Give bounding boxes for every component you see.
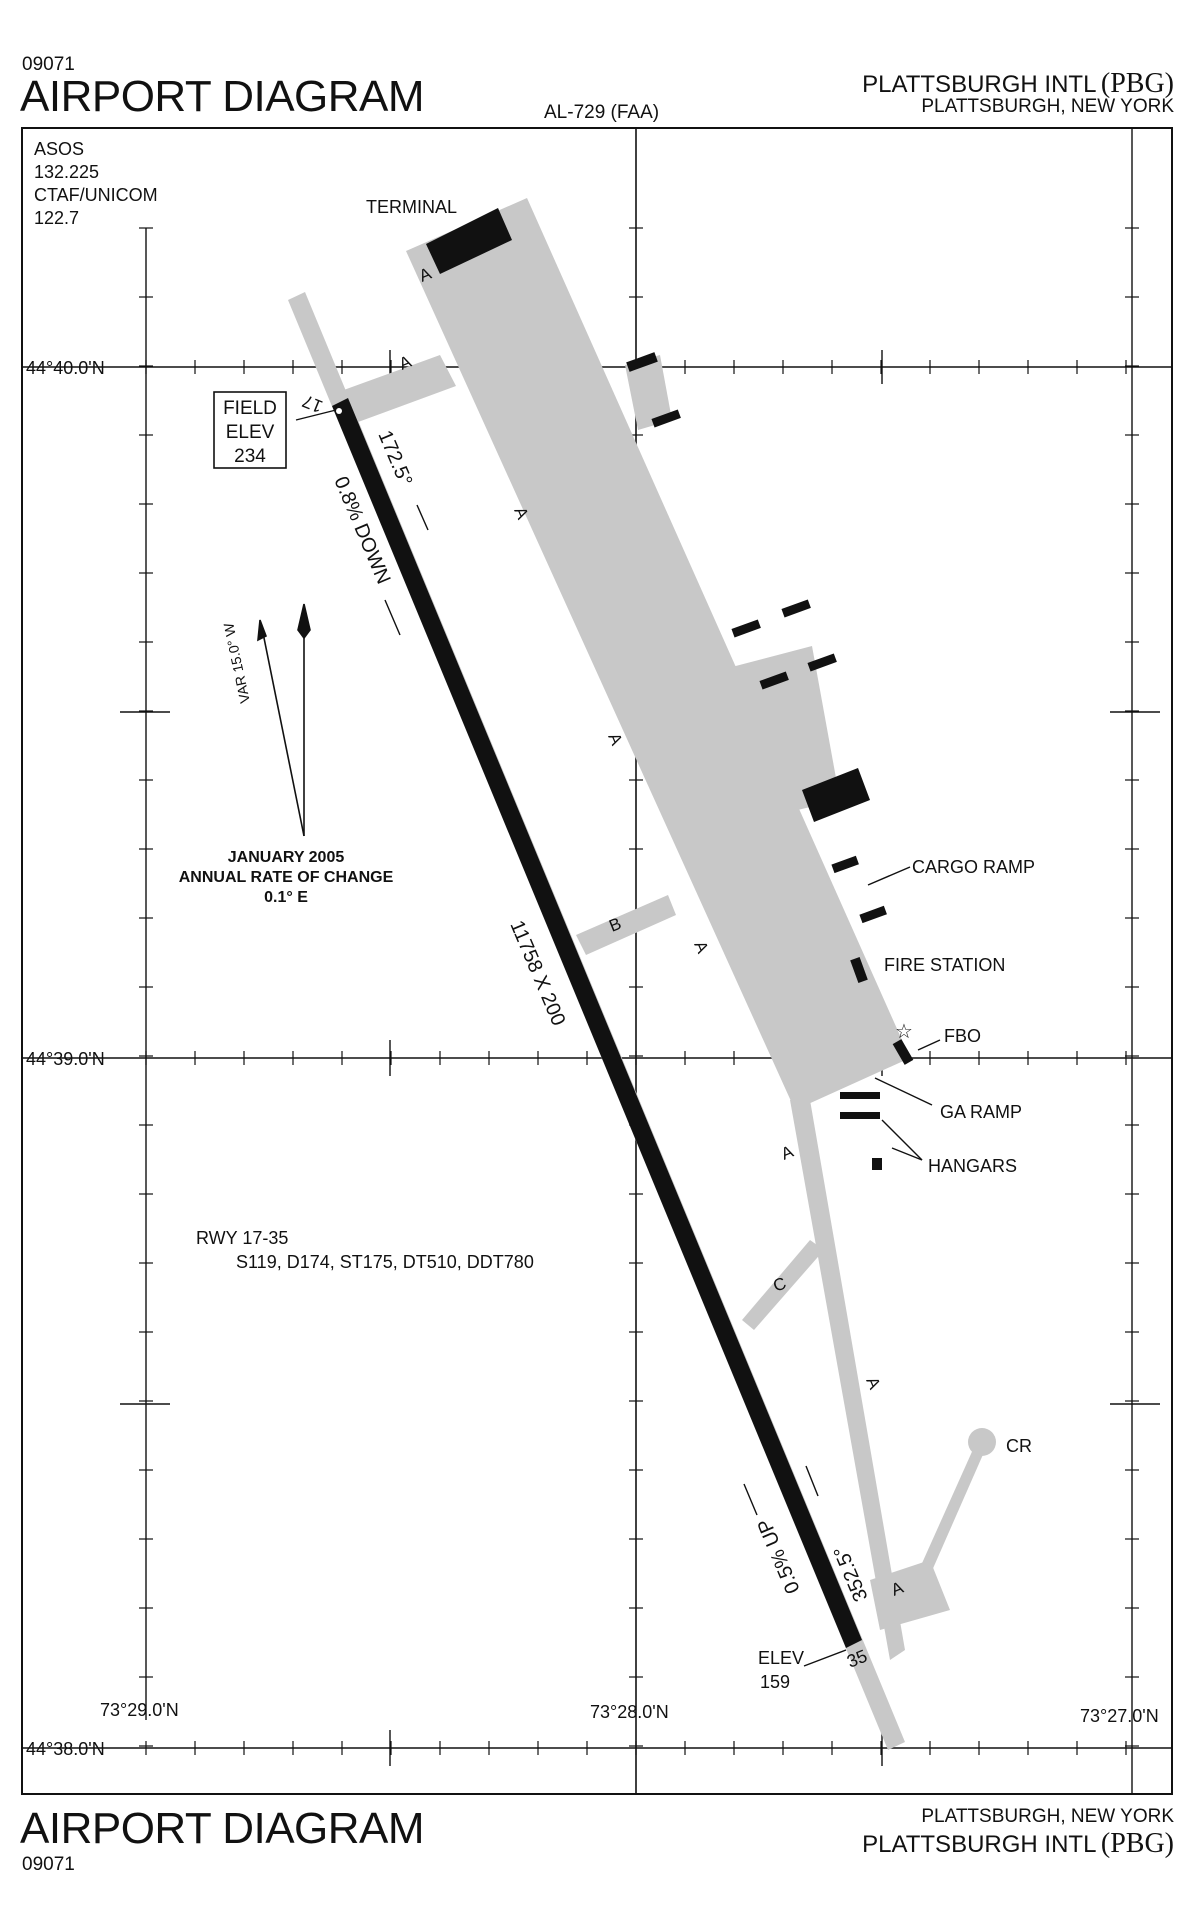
taxiway-a-label-4: A — [604, 730, 626, 748]
taxiway-a-label-5: A — [690, 938, 712, 956]
field-elev-line2: ELEV — [226, 422, 275, 443]
field-elev-value: 234 — [234, 446, 266, 467]
airport-name-bottom: PLATTSBURGH INTL — [862, 1831, 1097, 1858]
magnetic-north-arrowhead — [257, 619, 268, 642]
lon-mid-label: 73°28.0'N — [590, 1702, 669, 1722]
mag-var-rate-value: 0.1° E — [264, 889, 308, 906]
building-hangar-1 — [731, 619, 761, 638]
rwy-data-title: RWY 17-35 — [196, 1228, 288, 1248]
compass-rose-taxiway — [910, 1445, 985, 1598]
airport-code-top: (PBG) — [1100, 68, 1174, 99]
rwy-data-strengths: S119, D174, ST175, DT510, DDT780 — [236, 1252, 534, 1272]
asos-freq: 132.225 — [34, 162, 99, 182]
magnetic-north-line — [261, 627, 305, 837]
building-ne-1 — [626, 352, 658, 372]
ga-hangar-3 — [872, 1158, 882, 1170]
taxiway-a-apron — [406, 198, 910, 1110]
taxiway-c — [742, 1240, 824, 1330]
fbo-label: FBO — [944, 1026, 981, 1046]
terminal-building — [426, 208, 512, 274]
lat-bottom-label: 44°38.0'N — [26, 1739, 105, 1759]
location-bottom: PLATTSBURGH, NEW YORK — [921, 1806, 1174, 1827]
taxiway-a-label-7: A — [862, 1374, 884, 1392]
building-hangar-2 — [759, 671, 789, 690]
fire-station-building — [850, 957, 868, 983]
cargo-hangar-2 — [859, 905, 887, 924]
hangars-label: HANGARS — [928, 1156, 1017, 1176]
lon-right-label: 73°27.0'N — [1080, 1706, 1159, 1726]
chart-title-top: AIRPORT DIAGRAM — [20, 72, 425, 121]
taxiway-a-label-6: A — [778, 1142, 796, 1164]
ctaf-freq: 122.7 — [34, 208, 79, 228]
building-hangar-4 — [807, 653, 837, 672]
connector-north — [330, 355, 456, 425]
airport-name-top-row: PLATTSBURGH INTL (PBG) — [862, 68, 1174, 100]
rwy-35-elev-label: ELEV — [758, 1648, 804, 1668]
east-ramp — [728, 646, 840, 820]
chart-id: AL-729 (FAA) — [544, 102, 660, 123]
chart-number-top: 09071 — [22, 54, 75, 75]
airport-name-bottom-row: PLATTSBURGH INTL (PBG) — [862, 1828, 1174, 1860]
location-top: PLATTSBURGH, NEW YORK — [921, 96, 1174, 117]
mag-var-date: JANUARY 2005 — [228, 849, 345, 866]
ga-hangar-2 — [840, 1112, 880, 1119]
taxiway-b — [576, 895, 676, 955]
taxiway-a-south-end — [870, 1560, 950, 1630]
chart-title-bottom: AIRPORT DIAGRAM — [20, 1804, 425, 1853]
airport-name-top: PLATTSBURGH INTL — [862, 71, 1097, 98]
cargo-hangar-1 — [831, 855, 859, 874]
compass-rose-pad — [968, 1428, 996, 1456]
taxiway-a-south — [790, 1100, 905, 1660]
building-hangar-3 — [781, 599, 811, 618]
magnetic-north-arrows — [257, 603, 311, 837]
ne-ramp — [625, 355, 672, 430]
asos-label: ASOS — [34, 139, 84, 159]
true-north-arrowhead — [297, 603, 311, 640]
rwy-35-elev-value: 159 — [760, 1672, 790, 1692]
lat-top-label: 44°40.0'N — [26, 358, 105, 378]
cargo-ramp-label: CARGO RAMP — [912, 857, 1035, 877]
field-elev-box — [213, 391, 287, 469]
field-elev-line1: FIELD — [223, 398, 277, 419]
chart-frame — [21, 127, 1173, 1795]
building-ne-2 — [651, 409, 681, 428]
mag-variation-label: VAR 15.0° W — [220, 621, 253, 705]
runway-17-35 — [332, 398, 862, 1648]
chart-number-bottom: 09071 — [22, 1854, 75, 1875]
ctaf-label: CTAF/UNICOM — [34, 185, 158, 205]
lat-mid-label: 44°39.0'N — [26, 1049, 105, 1069]
airport-code-bottom: (PBG) — [1100, 1828, 1174, 1859]
field-elev-point — [336, 408, 342, 414]
fbo-star-icon: ☆ — [895, 1021, 913, 1043]
leader-lines — [295, 409, 941, 1667]
terminal-label: TERMINAL — [366, 197, 457, 217]
ga-ramp-label: GA RAMP — [940, 1102, 1022, 1122]
ga-hangar-1 — [840, 1092, 880, 1099]
mag-var-rate-label: ANNUAL RATE OF CHANGE — [179, 869, 394, 886]
compass-rose-label: CR — [1006, 1436, 1032, 1456]
fbo-building — [892, 1039, 914, 1065]
cargo-building — [802, 768, 870, 822]
lon-left-label: 73°29.0'N — [100, 1700, 179, 1720]
fire-station-label: FIRE STATION — [884, 955, 1005, 975]
